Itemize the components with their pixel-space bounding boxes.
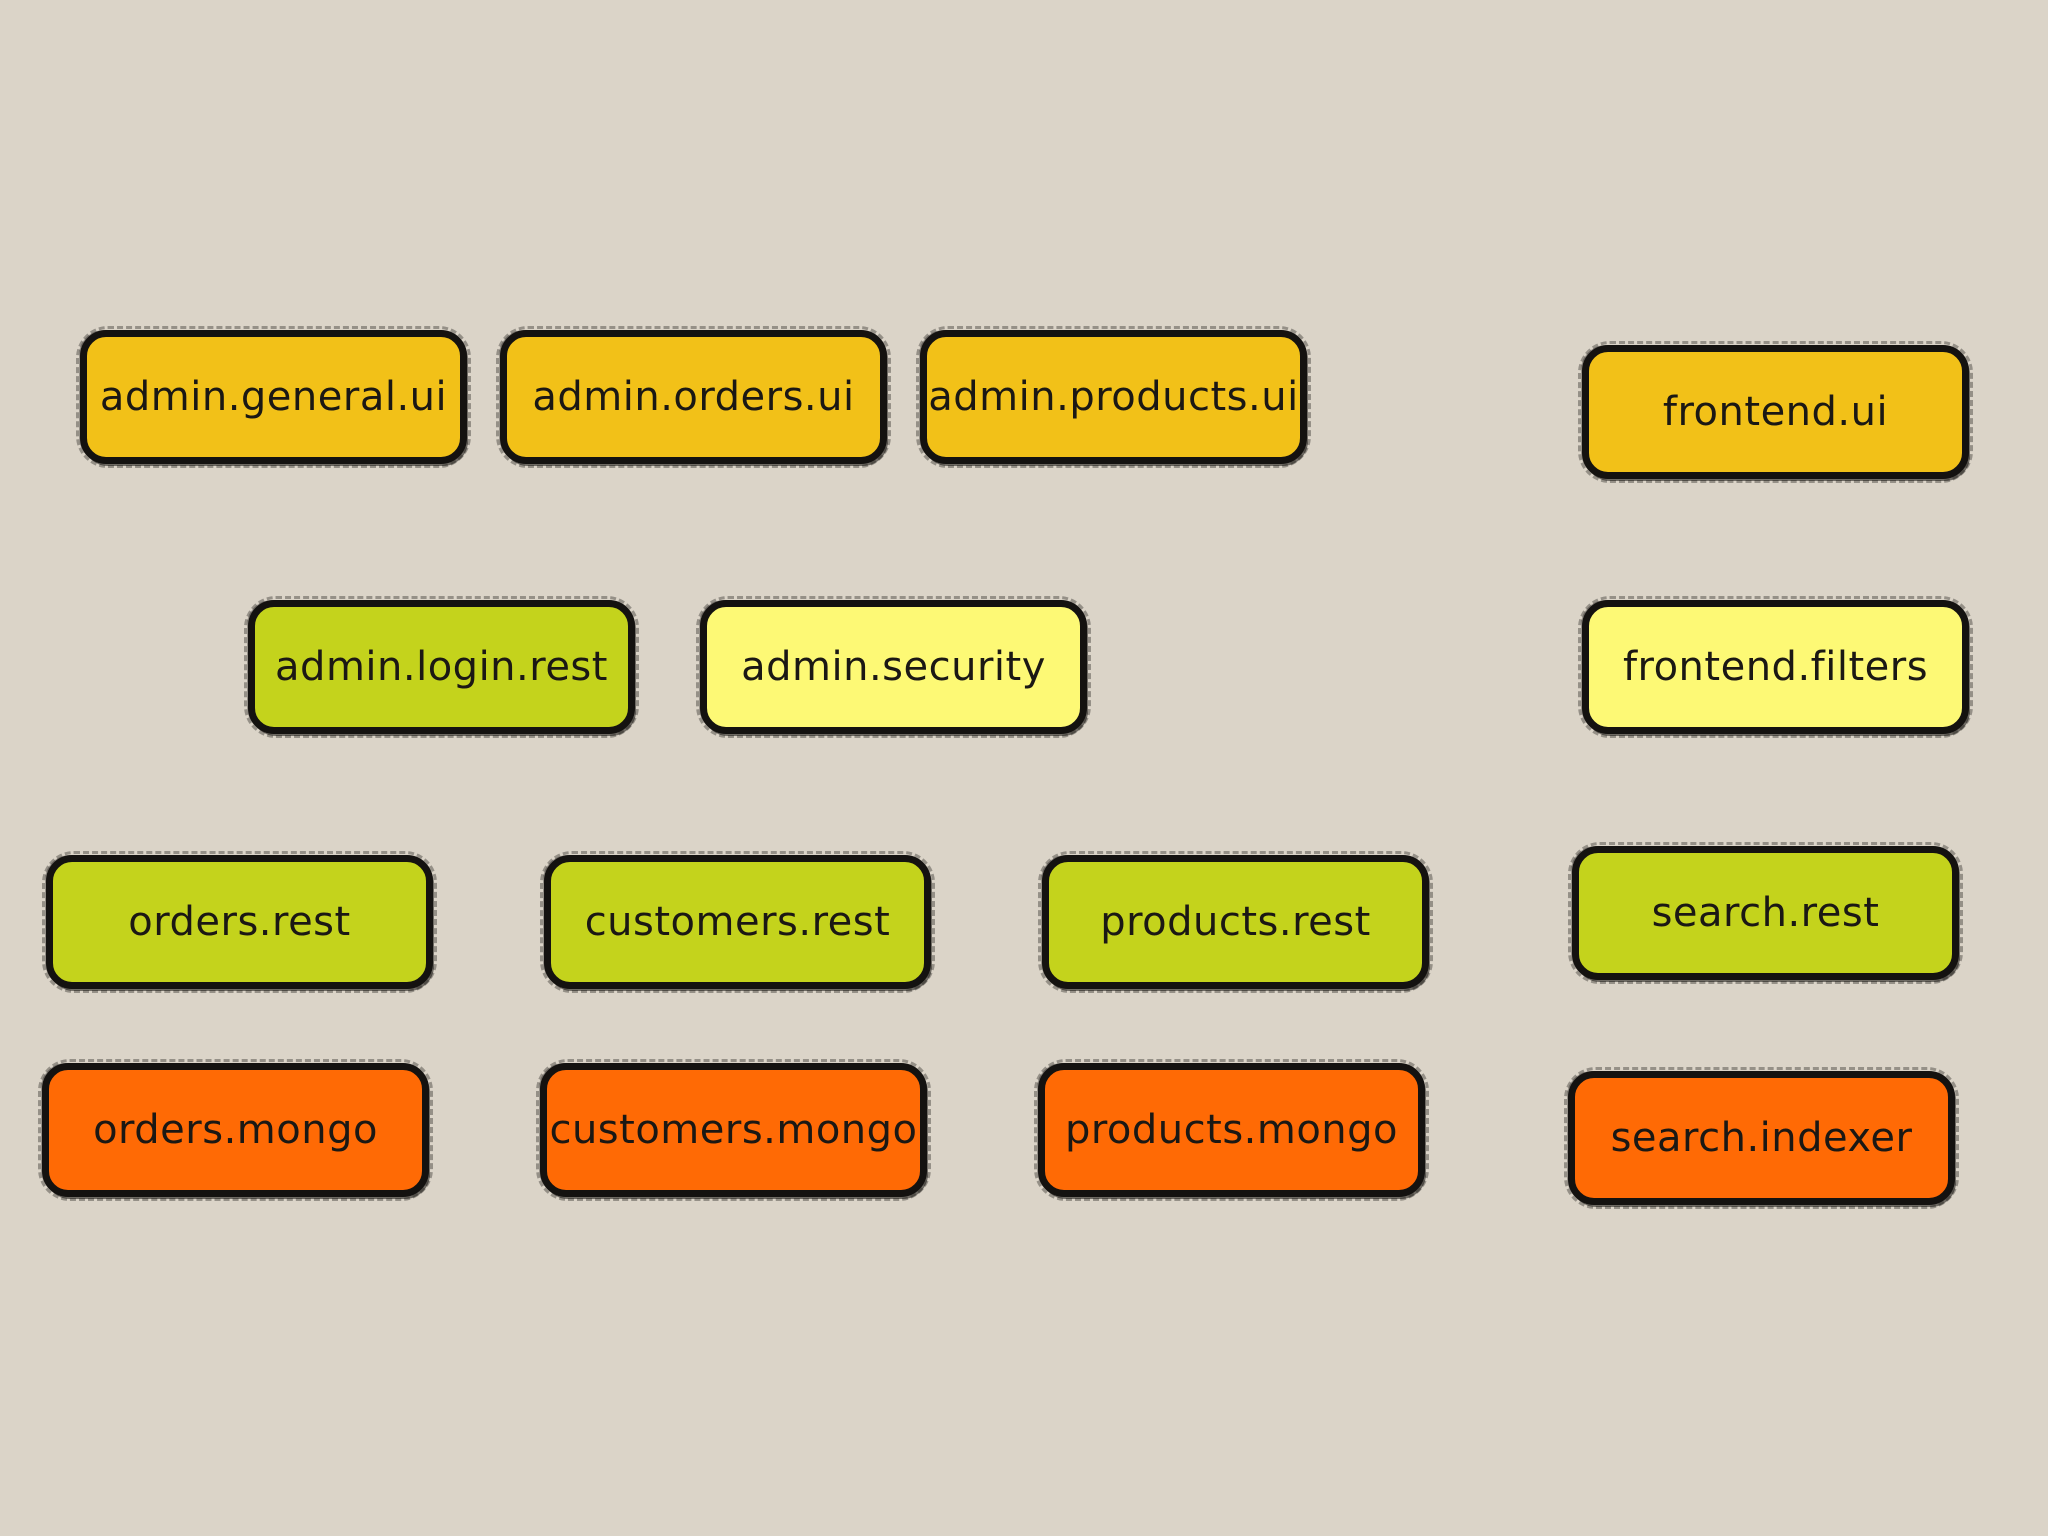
module-label: admin.login.rest (275, 644, 608, 690)
module-customers-mongo: customers.mongo (536, 1059, 931, 1201)
module-label: orders.rest (128, 899, 351, 945)
module-label: customers.rest (584, 899, 891, 945)
module-label: orders.mongo (93, 1107, 378, 1153)
module-orders-mongo: orders.mongo (38, 1059, 433, 1201)
module-label: admin.orders.ui (532, 374, 855, 420)
module-admin-products-ui: admin.products.ui (916, 326, 1311, 468)
module-label: admin.products.ui (928, 374, 1299, 420)
module-label: customers.mongo (549, 1107, 918, 1153)
module-label: frontend.ui (1662, 389, 1889, 435)
module-customers-rest: customers.rest (540, 851, 935, 993)
module-frontend-ui: frontend.ui (1578, 341, 1973, 483)
module-admin-general-ui: admin.general.ui (76, 326, 471, 468)
module-label: search.indexer (1610, 1115, 1913, 1161)
module-label: search.rest (1651, 890, 1880, 936)
module-admin-orders-ui: admin.orders.ui (496, 326, 891, 468)
module-admin-login-rest: admin.login.rest (244, 596, 639, 738)
module-label: products.mongo (1064, 1107, 1399, 1153)
module-frontend-filters: frontend.filters (1578, 596, 1973, 738)
module-orders-rest: orders.rest (42, 851, 437, 993)
module-label: admin.general.ui (99, 374, 448, 420)
module-products-rest: products.rest (1038, 851, 1433, 993)
module-label: frontend.filters (1622, 644, 1929, 690)
module-label: admin.security (741, 644, 1046, 690)
module-search-indexer: search.indexer (1564, 1067, 1959, 1209)
module-admin-security: admin.security (696, 596, 1091, 738)
module-products-mongo: products.mongo (1034, 1059, 1429, 1201)
module-search-rest: search.rest (1568, 842, 1963, 984)
module-label: products.rest (1100, 899, 1371, 945)
